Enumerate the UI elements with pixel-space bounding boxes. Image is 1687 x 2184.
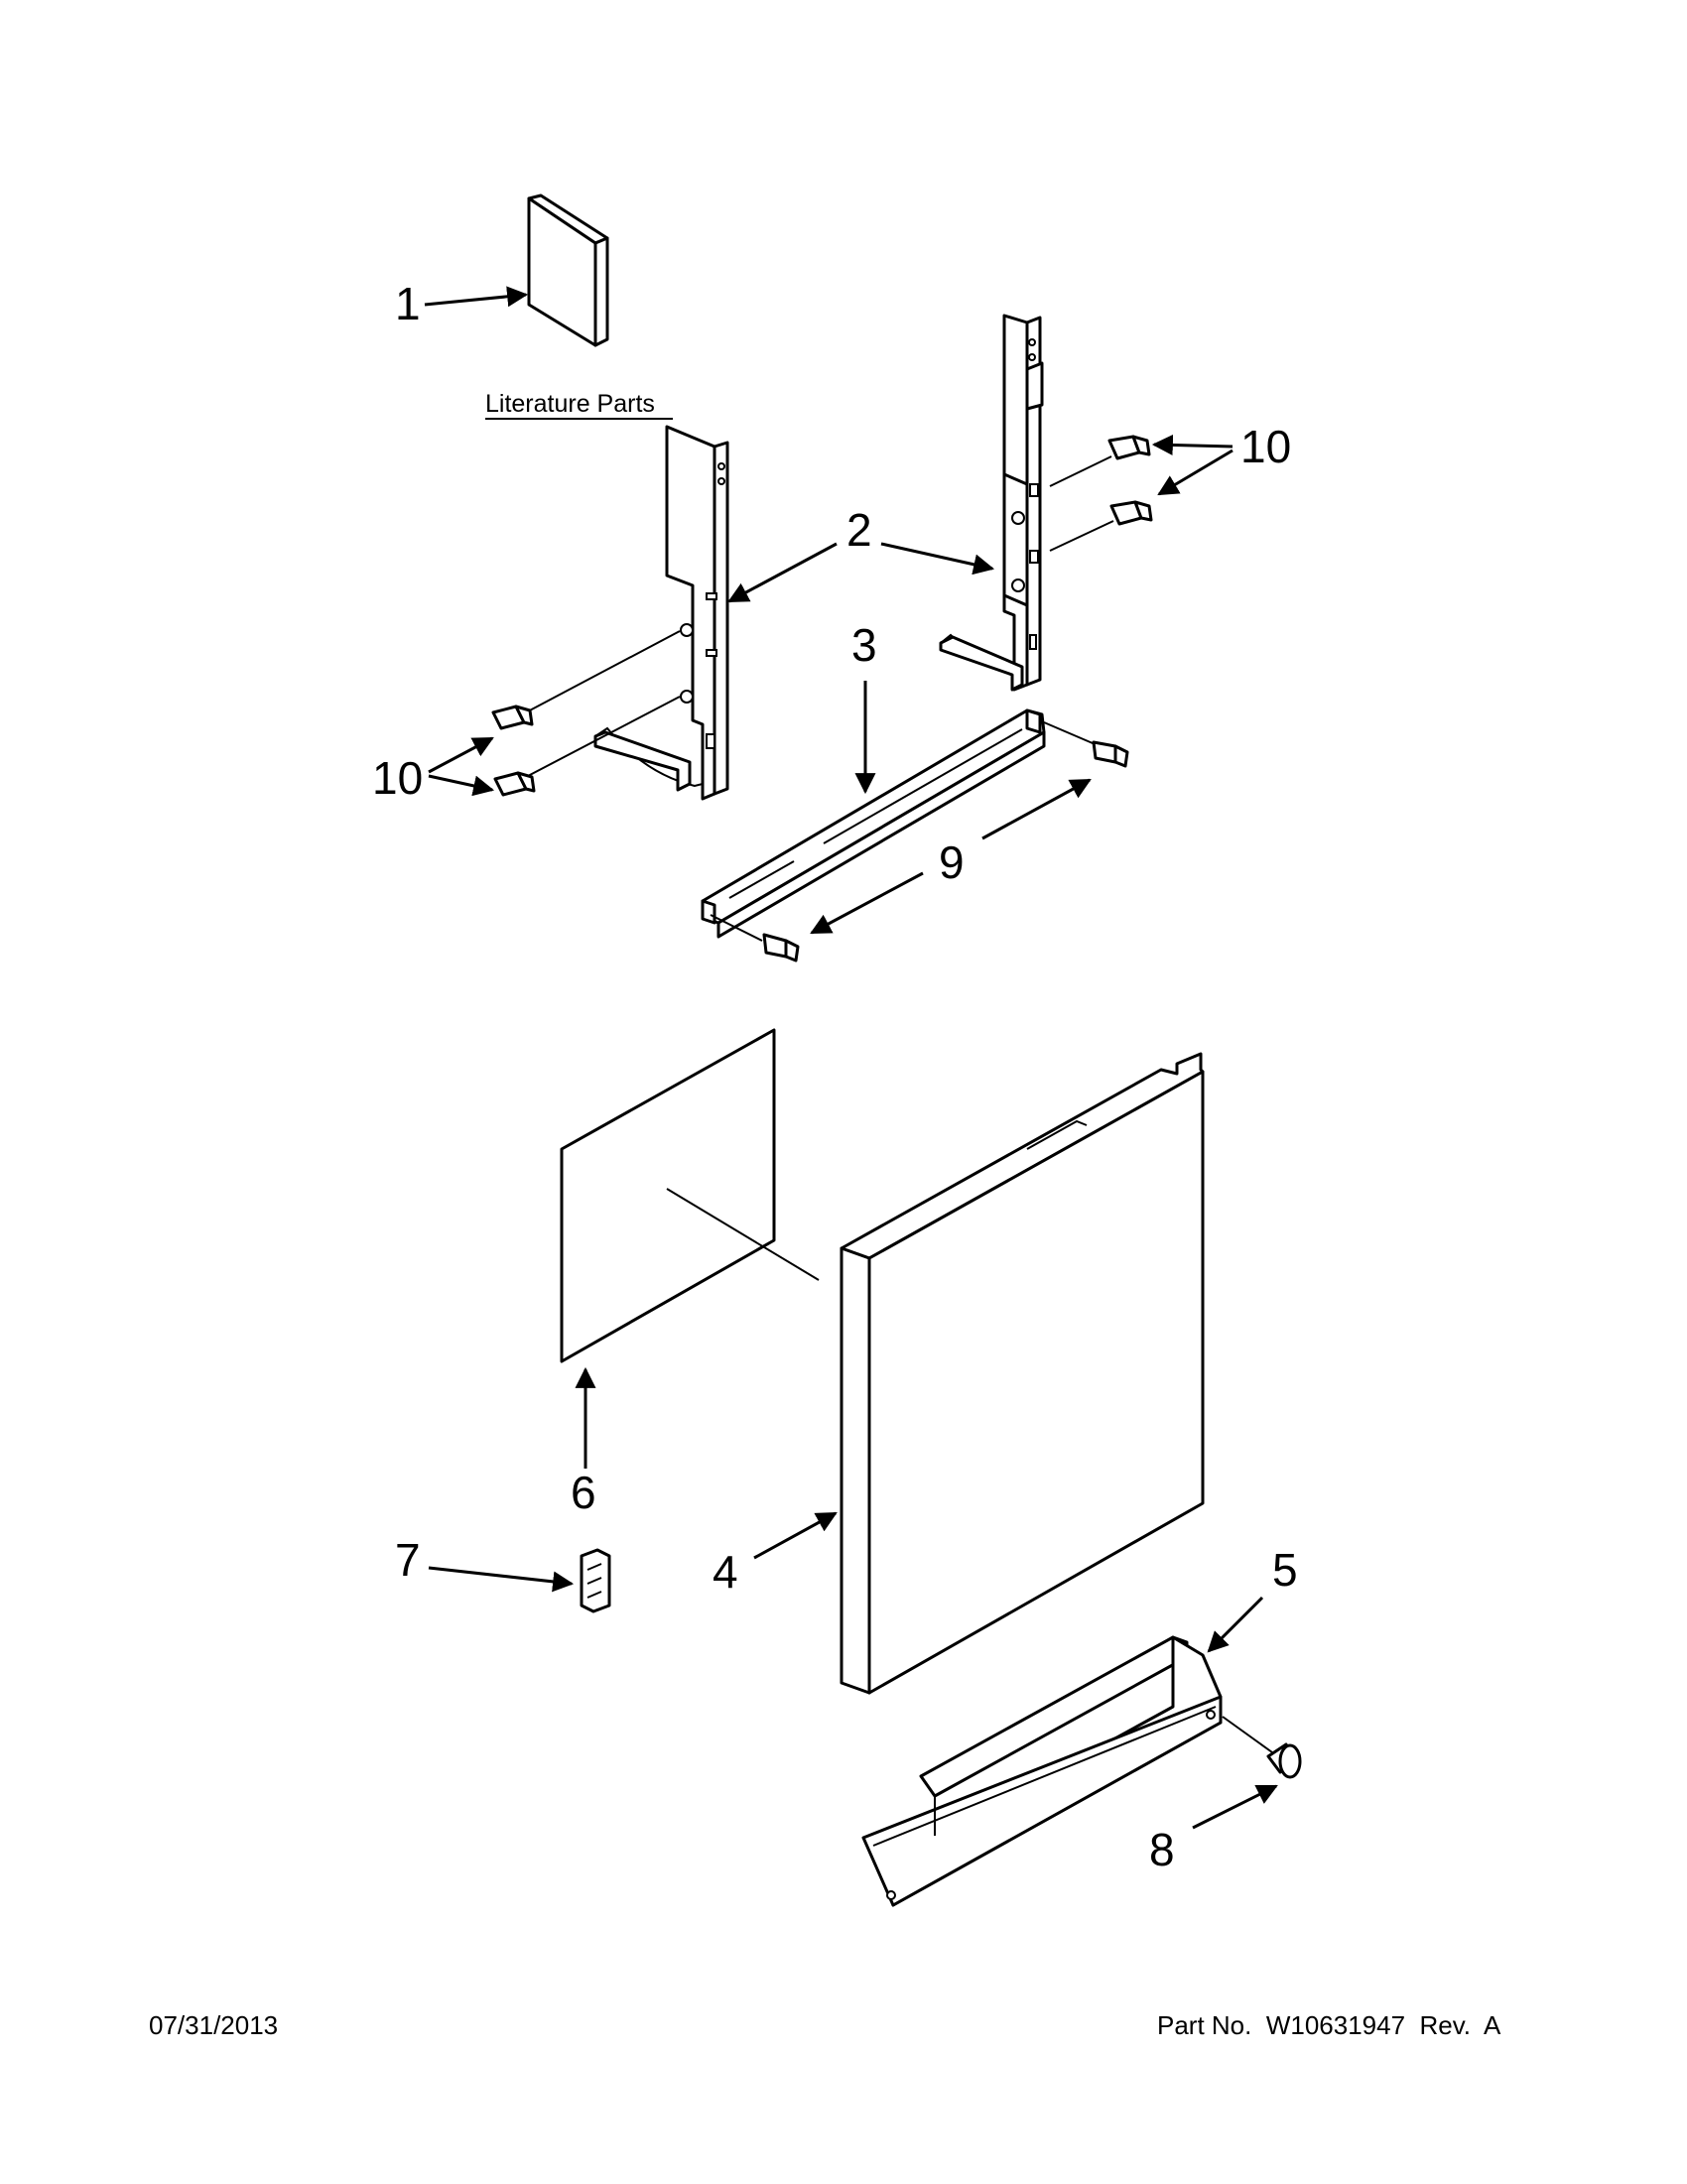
callout-10-left: 10 <box>372 752 423 804</box>
literature-booklet <box>527 193 609 347</box>
leader-line-9-left <box>810 871 924 935</box>
leader-line-10-left-b <box>428 774 495 797</box>
insulation-panel <box>560 1028 820 1363</box>
leader-line-2-left <box>727 542 838 603</box>
callout-3: 3 <box>851 619 877 671</box>
leader-line-10-left-a <box>428 736 494 774</box>
callout-4: 4 <box>713 1546 738 1598</box>
leader-line-10-right-a <box>1151 434 1233 455</box>
callout-10-right: 10 <box>1240 421 1291 472</box>
callout-7: 7 <box>395 1534 421 1586</box>
callout-9: 9 <box>939 836 965 888</box>
leader-line-1 <box>424 286 529 308</box>
literature-parts-label: Literature Parts <box>485 390 655 418</box>
callout-2: 2 <box>846 504 872 556</box>
trim-rail <box>701 708 1046 939</box>
toe-kick-screw <box>1222 1716 1302 1779</box>
leader-line-2-right <box>880 542 995 576</box>
callout-1: 1 <box>395 278 421 329</box>
door-clip <box>580 1548 611 1613</box>
screw-right-lower <box>1049 500 1153 552</box>
footer-date: 07/31/2013 <box>149 2010 279 2040</box>
callout-8: 8 <box>1149 1824 1175 1875</box>
rail-screw-right <box>1043 721 1129 768</box>
callout-5: 5 <box>1272 1544 1298 1596</box>
door-panel <box>840 1052 1205 1695</box>
screw-left-upper <box>491 630 681 730</box>
screw-right-upper <box>1049 435 1151 487</box>
toe-kick-panel <box>861 1635 1223 1907</box>
right-mounting-bracket <box>939 314 1044 692</box>
leader-line-4 <box>753 1511 838 1560</box>
leader-line-5 <box>1207 1596 1264 1653</box>
callout-6: 6 <box>571 1467 596 1518</box>
leader-line-10-right-b <box>1157 449 1233 496</box>
leader-line-7 <box>428 1566 575 1593</box>
screw-left-lower <box>493 696 681 797</box>
footer-part-number: Part No. W10631947 Rev. A <box>1157 2010 1501 2040</box>
leader-line-9-right <box>981 778 1092 840</box>
leader-line-8 <box>1192 1784 1278 1830</box>
rail-screw-left <box>710 914 800 963</box>
left-mounting-bracket <box>593 425 729 801</box>
